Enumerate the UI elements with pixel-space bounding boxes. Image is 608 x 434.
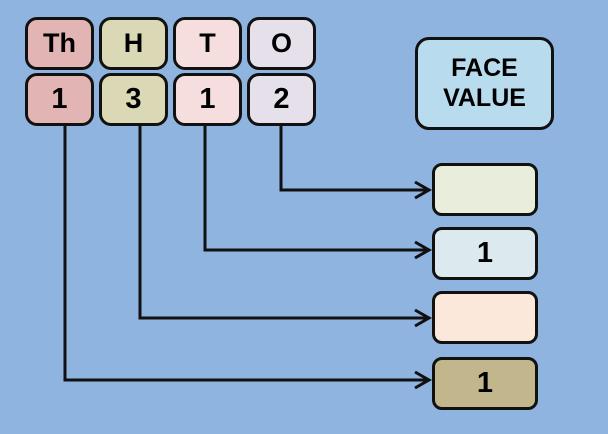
result-box-ones[interactable] xyxy=(432,163,538,216)
connector-tens xyxy=(203,126,427,252)
column-digit-ones[interactable]: 2 xyxy=(247,73,316,126)
column-header-thousands[interactable]: Th xyxy=(25,17,94,70)
arrowhead-ones xyxy=(414,180,433,200)
result-box-thousands[interactable]: 1 xyxy=(432,357,538,410)
connector-ones xyxy=(279,126,427,192)
column-header-tens[interactable]: T xyxy=(173,17,242,70)
connector-thousands xyxy=(63,126,427,382)
face-value-title: FACE VALUE xyxy=(415,37,554,130)
column-digit-thousands[interactable]: 1 xyxy=(25,73,94,126)
face-value-line-2: VALUE xyxy=(443,83,526,112)
arrowhead-thousands xyxy=(414,370,433,390)
arrowhead-tens xyxy=(414,240,433,260)
column-header-hundreds[interactable]: H xyxy=(99,17,168,70)
arrowhead-hundreds xyxy=(414,308,433,328)
face-value-line-1: FACE xyxy=(451,54,518,82)
column-digit-hundreds[interactable]: 3 xyxy=(99,73,168,126)
result-box-tens[interactable]: 1 xyxy=(432,227,538,280)
connector-hundreds xyxy=(138,126,427,320)
result-box-hundreds[interactable] xyxy=(432,291,538,344)
column-header-ones[interactable]: O xyxy=(247,17,316,70)
column-digit-tens[interactable]: 1 xyxy=(173,73,242,126)
